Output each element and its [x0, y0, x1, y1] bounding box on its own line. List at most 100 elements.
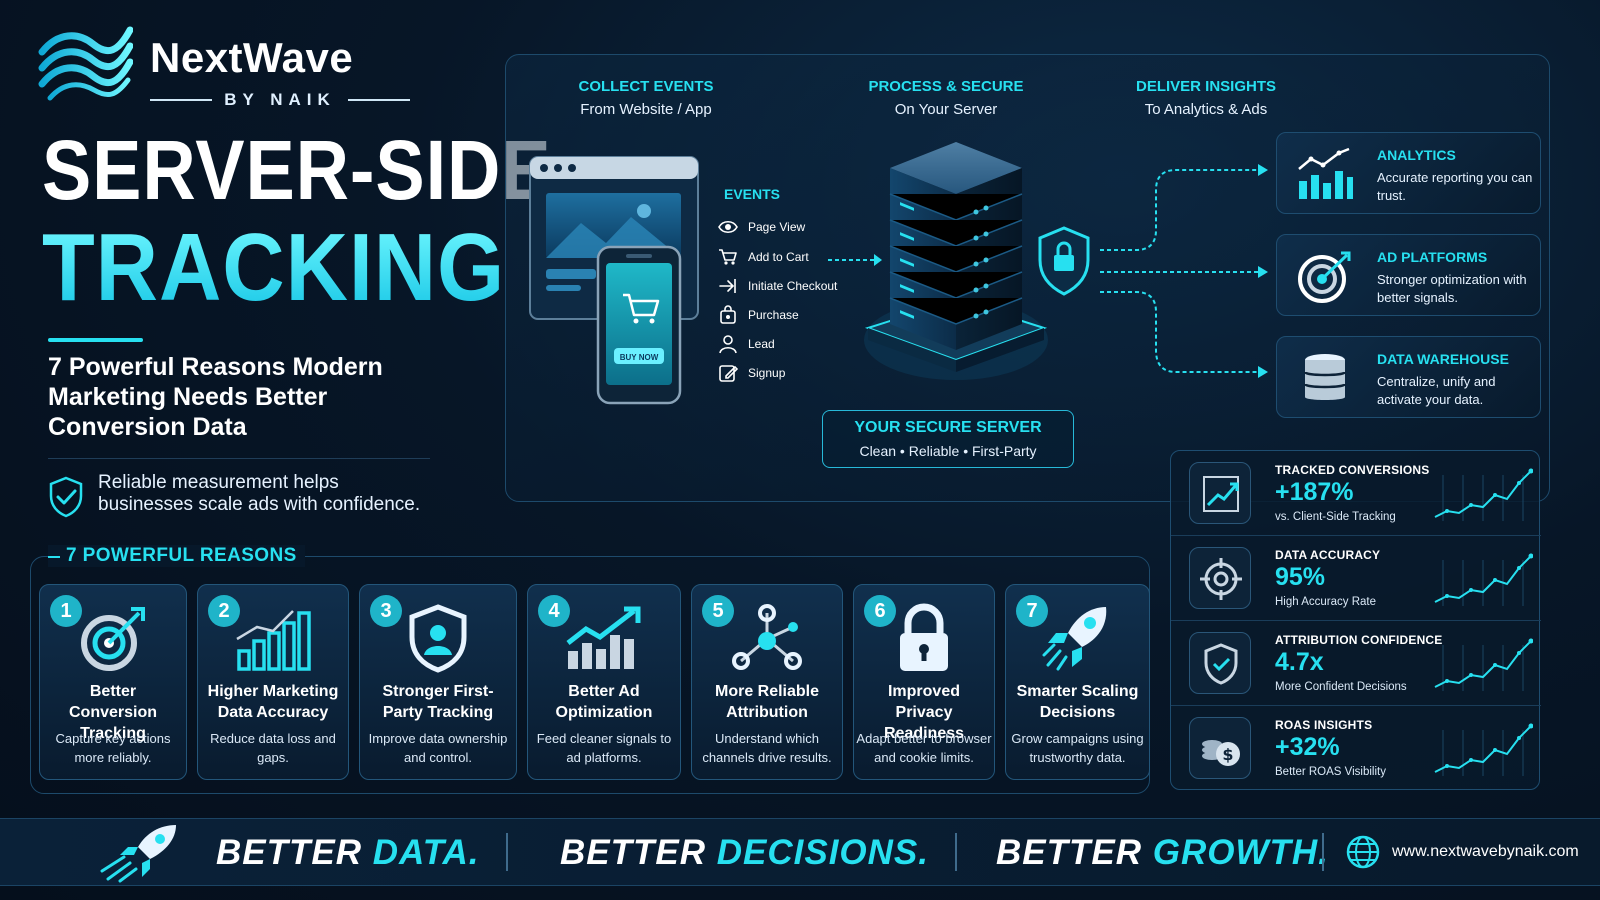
globe-icon: [1346, 835, 1380, 869]
reason-number: 3: [370, 595, 402, 627]
reason-desc: Feed cleaner signals to ad platforms.: [536, 731, 672, 765]
reason-title: Better Ad Optimization: [555, 683, 653, 721]
reason-desc: Understand which channels drive results.: [702, 731, 832, 765]
event-item-purchase: Purchase: [718, 304, 799, 326]
reason-number: 5: [702, 595, 734, 627]
reason-title: Improved Privacy Readiness: [883, 683, 965, 742]
coins-dollar-icon: $: [1202, 740, 1240, 766]
website-app-illustration: [529, 156, 699, 405]
reason-title: Better Conversion Tracking: [68, 683, 157, 742]
slogan-lead: BETTER: [996, 833, 1153, 872]
reason-title: More Reliable Attribution: [714, 683, 820, 721]
website-url[interactable]: www.nextwavebynaik.com: [1392, 843, 1579, 860]
metric-value: 95%: [1275, 563, 1326, 591]
phase-subtitle: From Website / App: [580, 101, 712, 118]
pencil-icon: [719, 365, 738, 382]
metric-data-accuracy: DATA ACCURACY 95% High Accuracy Rate: [1171, 536, 1541, 621]
reason-title: Stronger First-Party Tracking: [382, 683, 494, 721]
wave-logo-icon: [38, 26, 133, 101]
phase-title: PROCESS & SECURE: [868, 78, 1024, 95]
event-item-initiate-checkout: Initiate Checkout: [718, 275, 837, 297]
event-item-page-view: Page View: [718, 216, 805, 238]
slogan-decisions: BETTER DECISIONS.: [560, 833, 929, 873]
cart-icon: [719, 249, 737, 265]
network-nodes-icon: [732, 604, 802, 670]
destination-title: ANALYTICS: [1377, 147, 1456, 163]
flow-arrow-icon: [828, 254, 882, 266]
reasons-title: 7 POWERFUL REASONS: [48, 545, 305, 567]
reason-card-5: 5 More Reliable Attribution Understand w…: [691, 584, 843, 780]
destination-desc: Centralize, unify and activate your data…: [1377, 374, 1496, 407]
secure-server-label: YOUR SECURE SERVER Clean • Reliable • Fi…: [822, 410, 1074, 468]
slogan-lead: BETTER: [216, 833, 373, 872]
destination-data-warehouse: DATA WAREHOUSE Centralize, unify and act…: [1276, 336, 1541, 418]
reason-number: 7: [1016, 595, 1048, 627]
event-label: Purchase: [748, 308, 799, 322]
target-icon: [1298, 251, 1351, 303]
reason-title: Smarter Scaling Decisions: [1016, 683, 1139, 721]
footer-separator: [506, 833, 508, 871]
reason-number: 4: [538, 595, 570, 627]
analytics-chart-icon: [1298, 147, 1353, 199]
metric-label: DATA ACCURACY: [1275, 548, 1381, 562]
database-icon: [1303, 354, 1347, 400]
hero-note-text: Reliable measurement helps businesses sc…: [98, 472, 421, 515]
hero-title-line1: SERVER-SIDE: [42, 123, 552, 217]
metric-roas-insights: $ ROAS INSIGHTS +32% Better ROAS Visibil…: [1171, 706, 1541, 791]
events-title: EVENTS: [724, 186, 781, 202]
metric-value: 4.7x: [1275, 648, 1324, 676]
destination-title: DATA WAREHOUSE: [1377, 351, 1509, 367]
server-stack-icon: [864, 142, 1090, 380]
metric-attribution-confidence: ATTRIBUTION CONFIDENCE 4.7x More Confide…: [1171, 621, 1541, 706]
destination-title: AD PLATFORMS: [1377, 249, 1488, 265]
rocket-icon: [100, 825, 176, 883]
checkout-arrow-icon: [719, 279, 736, 293]
reason-number: 2: [208, 595, 240, 627]
destination-ad-platforms: AD PLATFORMS Stronger optimization with …: [1276, 234, 1541, 316]
server-title: YOUR SECURE SERVER: [854, 419, 1042, 436]
footer-bar: BETTER DATA. BETTER DECISIONS. BETTER GR…: [0, 818, 1600, 886]
metric-sub: vs. Client-Side Tracking: [1275, 511, 1396, 523]
reason-desc: Grow campaigns using trustworthy data.: [1011, 731, 1144, 765]
hero-title-line2: TRACKING: [42, 214, 506, 321]
hero-accent-rule: [48, 338, 143, 342]
slogan-data: BETTER DATA.: [216, 833, 479, 873]
event-label: Lead: [748, 337, 775, 351]
metric-label: TRACKED CONVERSIONS: [1275, 463, 1430, 477]
reason-title: Higher Marketing Data Accuracy: [207, 683, 339, 721]
event-item-signup: Signup: [718, 362, 785, 384]
destination-analytics: ANALYTICS Accurate reporting you can tru…: [1276, 132, 1541, 214]
event-label: Page View: [748, 220, 806, 234]
shopping-bag-icon: [720, 305, 736, 324]
bar-growth-icon: [236, 610, 311, 671]
chart-arrow-icon: [566, 606, 641, 669]
padlock-icon: [900, 603, 948, 671]
hero-divider: [48, 458, 430, 459]
brand-byline-text: BY NAIK: [224, 90, 336, 109]
reason-card-1: 1 Better Conversion Tracking Capture key…: [39, 584, 187, 780]
reason-desc: Adapt better to browser and cookie limit…: [856, 731, 992, 765]
shield-user-icon: [409, 604, 467, 673]
event-label: Add to Cart: [748, 250, 809, 264]
metric-sub: More Confident Decisions: [1275, 681, 1407, 693]
svg-text:$: $: [1222, 745, 1233, 764]
event-item-lead: Lead: [718, 333, 775, 355]
reason-card-3: 3 Stronger First-Party Tracking Improve …: [359, 584, 517, 780]
phase-title: COLLECT EVENTS: [578, 78, 714, 95]
server-subtitle: Clean • Reliable • First-Party: [859, 443, 1037, 459]
metric-label: ROAS INSIGHTS: [1275, 718, 1373, 732]
phase-deliver: DELIVER INSIGHTS To Analytics & Ads: [1076, 78, 1336, 118]
buy-now-button: BUY NOW: [619, 353, 659, 362]
sparkline: [1434, 638, 1533, 691]
sparkline: [1434, 553, 1533, 606]
reason-desc: Capture key actions more reliably.: [55, 731, 171, 765]
metric-sub: Better ROAS Visibility: [1275, 766, 1386, 778]
phase-subtitle: To Analytics & Ads: [1144, 101, 1268, 118]
sparkline: [1434, 723, 1533, 776]
reason-card-4: 4 Better Ad Optimization Feed cleaner si…: [527, 584, 681, 780]
slogan-highlight: GROWTH.: [1152, 833, 1329, 872]
footer-separator: [955, 833, 957, 871]
reason-card-6: 6 Improved Privacy Readiness Adapt bette…: [853, 584, 995, 780]
footer-separator: [1322, 833, 1324, 871]
slogan-growth: BETTER GROWTH.: [996, 833, 1329, 873]
